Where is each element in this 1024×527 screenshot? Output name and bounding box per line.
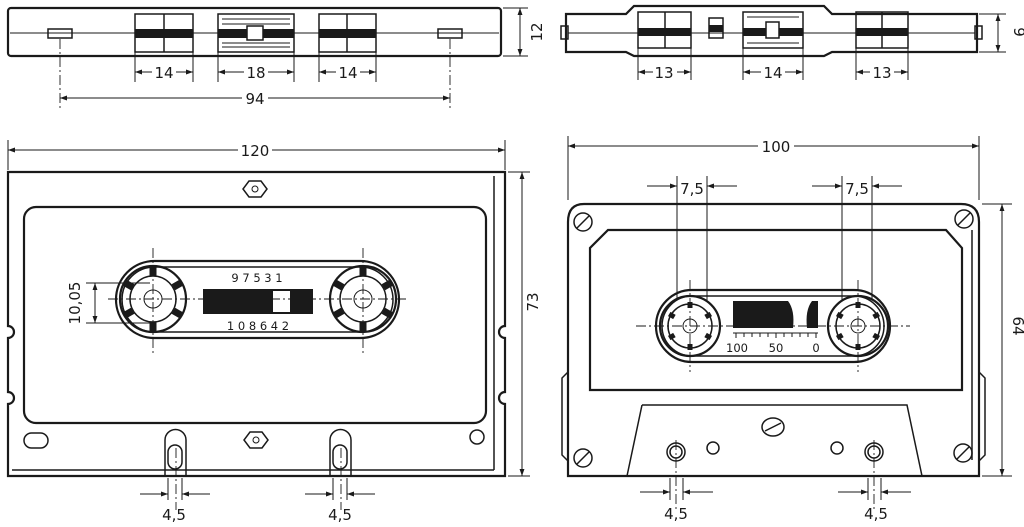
dim-label: 14: [763, 64, 782, 82]
hub-tooth: [123, 279, 135, 291]
hub-tooth: [704, 332, 713, 341]
dim-label: 14: [154, 64, 173, 82]
dim-label: 94: [245, 90, 264, 108]
hub-tooth: [667, 332, 676, 341]
scale-label-0: 0: [812, 341, 819, 355]
tape-window-large: 9 7 5 3 1 1 0 8 6 4 2: [114, 259, 401, 340]
dim-label: 120: [241, 142, 270, 160]
counter-scale-bottom: 1 0 8 6 4 2: [227, 319, 289, 333]
dim-label: 13: [654, 64, 673, 82]
top-left-edge-view: 14 18 14 94 12: [6, 6, 546, 108]
screw-bottom-left: [573, 448, 593, 468]
hub-tooth: [704, 311, 713, 320]
scale-label-100: 100: [726, 341, 748, 355]
screw-bottom: [243, 431, 269, 449]
hub-tooth: [872, 311, 881, 320]
dim-label: 14: [338, 64, 357, 82]
hub-tooth: [171, 279, 183, 291]
screw-top-right: [954, 209, 974, 229]
tape-counter-scale: [735, 333, 817, 338]
reel-window-right: [318, 13, 377, 53]
dim-label: 64: [1009, 316, 1024, 335]
hub-tooth: [123, 307, 135, 319]
reel-window-left: [134, 13, 194, 53]
hub-tooth: [333, 279, 345, 291]
dim-label: 7,5: [845, 180, 869, 198]
dim-label: 7,5: [680, 180, 704, 198]
screw-bottom-right: [953, 443, 973, 463]
hub-tooth: [872, 332, 881, 341]
dim-label: 100: [762, 138, 791, 156]
hub-tooth: [333, 307, 345, 319]
center-window: [217, 13, 295, 53]
screw-center: [761, 417, 785, 437]
top-right-edge-view: 13 14 13 9: [560, 4, 1024, 82]
center-window: [742, 11, 804, 49]
dim-label: 4,5: [664, 505, 688, 523]
large-cassette-front-view: 9 7 5 3 1 1 0 8 6 4 2 120 73 10,05 4,5: [6, 140, 542, 524]
dim-label: 73: [524, 292, 542, 311]
hub-tooth: [667, 311, 676, 320]
dim-label: 4,5: [864, 505, 888, 523]
hub-tooth: [381, 307, 393, 319]
hub-tooth: [835, 332, 844, 341]
reel-window-left: [637, 11, 692, 49]
counter-scale-top: 9 7 5 3 1: [231, 271, 282, 285]
scale-label-50: 50: [769, 341, 784, 355]
dim-label: 13: [872, 64, 891, 82]
reel-window-right: [855, 11, 909, 49]
screw-top: [242, 180, 268, 198]
hub-tooth: [171, 307, 183, 319]
dim-label: 10,05: [66, 282, 84, 325]
dim-label: 9: [1010, 27, 1024, 37]
dim-label: 12: [528, 22, 546, 41]
dim-label: 4,5: [162, 506, 186, 524]
hub-tooth: [381, 279, 393, 291]
dim-label: 4,5: [328, 506, 352, 524]
screw-top-left: [573, 212, 593, 232]
small-cassette-front-view: 100 50 0 100 64 7,5 7,5: [561, 136, 1024, 523]
hub-tooth: [835, 311, 844, 320]
dim-label: 18: [246, 64, 265, 82]
